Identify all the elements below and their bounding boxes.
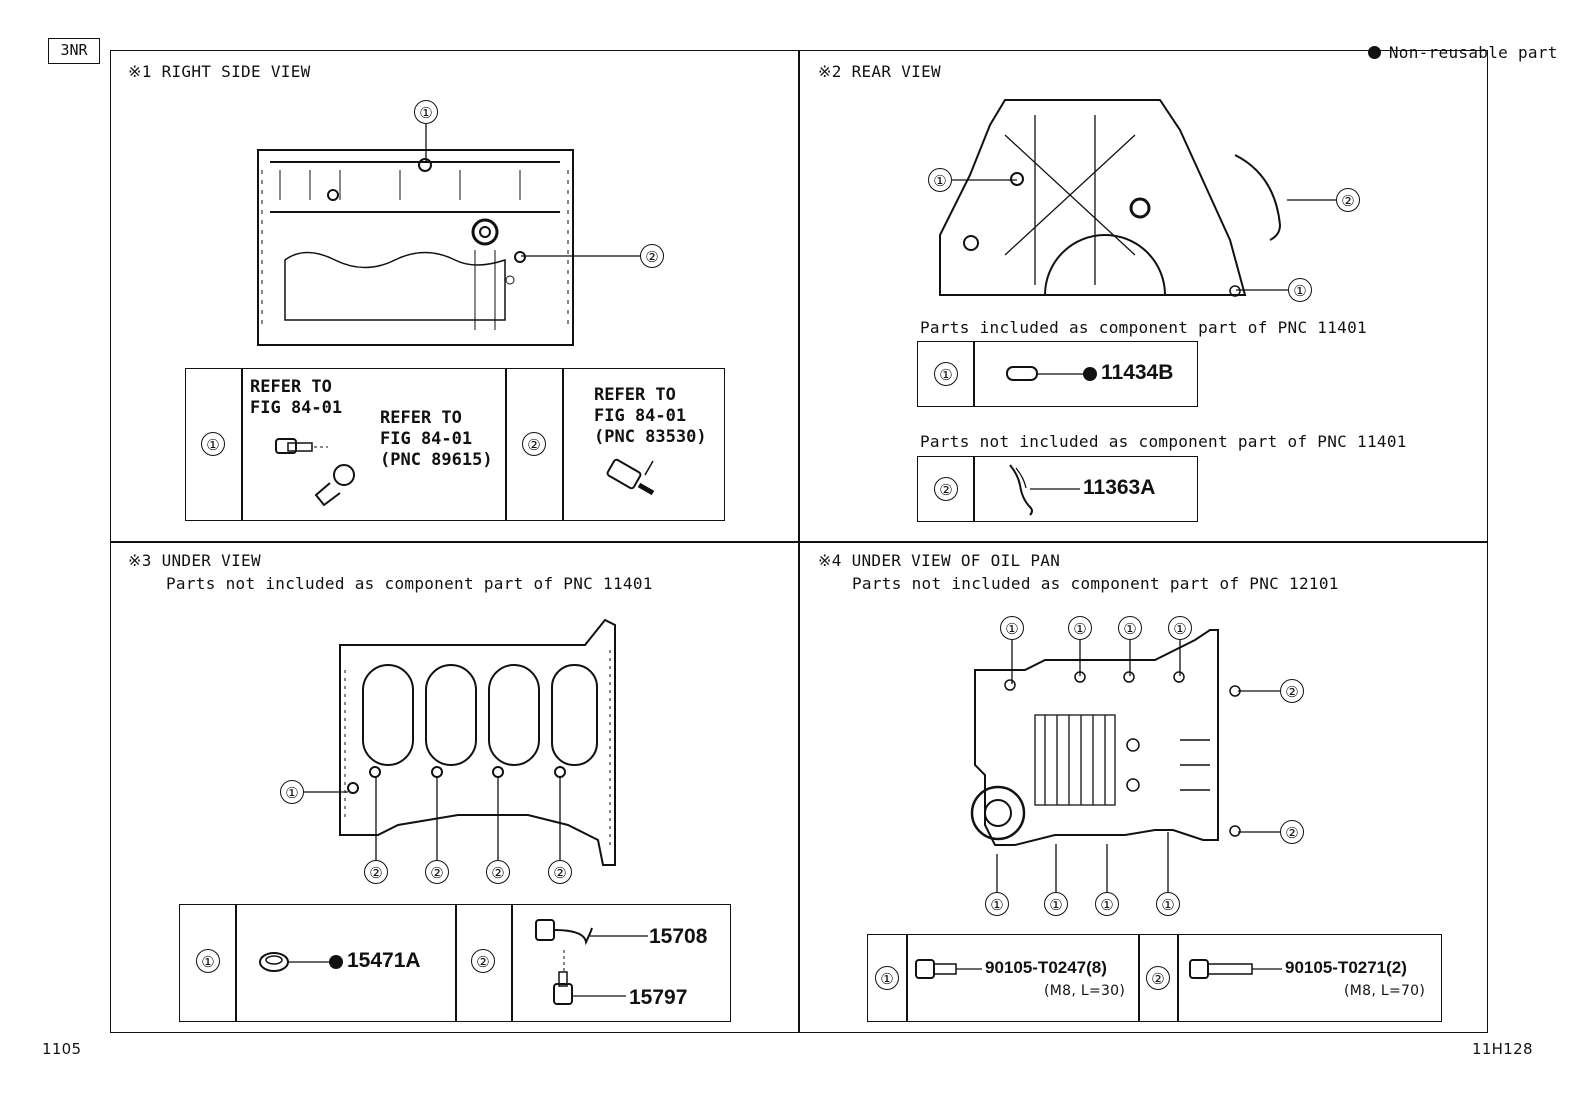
non-reusable-bullet-icon (329, 955, 343, 969)
row-number: ① (875, 966, 899, 990)
callout-1: ① (928, 168, 952, 192)
legend-label: Non-reusable part (1388, 43, 1558, 62)
callout-1: ① (985, 892, 1009, 916)
callout-2: ② (1336, 188, 1360, 212)
oil-pan-illustration (970, 629, 1241, 846)
callout-2: ② (1280, 679, 1304, 703)
rear-parts-row-1 (917, 341, 1198, 407)
oil-pan-parts-table (867, 934, 1442, 1022)
table-divider (973, 341, 975, 407)
callout-1: ① (1288, 278, 1312, 302)
row-number: ① (201, 432, 225, 456)
callout-2: ② (1280, 820, 1304, 844)
table-divider (1138, 934, 1140, 1022)
callout-2: ② (425, 860, 449, 884)
table-divider (505, 368, 507, 521)
bolt-spec: (M8, L=30) (1044, 983, 1126, 999)
panel-under-title: ※3 UNDER VIEW (128, 551, 261, 570)
table-divider (235, 904, 237, 1022)
panel-oil-pan-title: ※4 UNDER VIEW OF OIL PAN (818, 551, 1061, 570)
refer-to-fig-note: REFER TO FIG 84-01 (PNC 89615) (380, 408, 493, 470)
right-side-engine-block-illustration (257, 149, 574, 346)
callout-2: ② (548, 860, 572, 884)
rear-note-included: Parts included as component part of PNC … (920, 318, 1367, 337)
row-number: ② (934, 477, 958, 501)
rear-note-not-included: Parts not included as component part of … (920, 432, 1407, 451)
callout-1: ① (1168, 616, 1192, 640)
part-number: 11434B (1101, 361, 1174, 384)
long-bolt-icon (1189, 959, 1282, 979)
part-number: 15708 (649, 925, 708, 948)
engine-code-box: 3NR (48, 38, 100, 64)
callout-2: ② (486, 860, 510, 884)
table-divider (455, 904, 457, 1022)
callout-1: ① (1000, 616, 1024, 640)
callout-1: ① (414, 100, 438, 124)
callout-1: ① (280, 780, 304, 804)
callout-1: ① (1044, 892, 1068, 916)
refer-to-fig-note: REFER TO FIG 84-01 (PNC 83530) (594, 385, 707, 447)
part-number: 11363A (1083, 476, 1156, 499)
non-reusable-bullet-icon (1083, 367, 1097, 381)
row-number: ② (471, 949, 495, 973)
row-number: ② (1146, 966, 1170, 990)
panel-under-subtitle: Parts not included as component part of … (166, 574, 653, 593)
part-number: 15471A (347, 949, 421, 972)
row-number: ② (522, 432, 546, 456)
right-side-parts-table (185, 368, 725, 521)
table-divider (973, 456, 975, 522)
part-number: 90105-T0247(8) (985, 958, 1107, 977)
table-divider (1177, 934, 1179, 1022)
table-divider (511, 904, 513, 1022)
refer-to-fig-note: REFER TO FIG 84-01 (250, 377, 343, 418)
oil-nozzle-and-bolt-icon (535, 919, 648, 1005)
table-divider (241, 368, 243, 521)
rear-parts-row-2 (917, 456, 1198, 522)
part-number: 15797 (629, 986, 688, 1009)
drain-cock-plug-icon (275, 438, 355, 507)
horizontal-divider (110, 541, 1488, 543)
page-number-left: 1105 (42, 1040, 82, 1058)
non-reusable-bullet-icon (1367, 46, 1381, 59)
straight-pin-icon (1006, 366, 1083, 381)
under-view-engine-block-illustration (339, 618, 616, 866)
part-number: 90105-T0271(2) (1285, 958, 1407, 977)
oil-seal-retainer-icon (1009, 464, 1080, 516)
callout-1: ① (1068, 616, 1092, 640)
rear-view-engine-block-illustration (939, 99, 1282, 297)
page-number-right: 11H128 (1472, 1040, 1533, 1058)
callout-2: ② (364, 860, 388, 884)
callout-1: ① (1118, 616, 1142, 640)
oil-pressure-switch-icon (606, 458, 655, 496)
callout-1: ① (1095, 892, 1119, 916)
panel-right-side-title: ※1 RIGHT SIDE VIEW (128, 62, 311, 81)
table-divider (562, 368, 564, 521)
panel-rear-title: ※2 REAR VIEW (818, 62, 941, 81)
panel-oil-pan-subtitle: Parts not included as component part of … (852, 574, 1339, 593)
bolt-spec: (M8, L=70) (1344, 983, 1426, 999)
short-bolt-icon (915, 959, 982, 979)
table-divider (906, 934, 908, 1022)
engine-code: 3NR (60, 41, 88, 59)
callout-2: ② (640, 244, 664, 268)
legend: Non-reusable part (1348, 24, 1558, 62)
tight-plug-icon (259, 952, 330, 972)
row-number: ① (196, 949, 220, 973)
row-number: ① (934, 362, 958, 386)
callout-1: ① (1156, 892, 1180, 916)
